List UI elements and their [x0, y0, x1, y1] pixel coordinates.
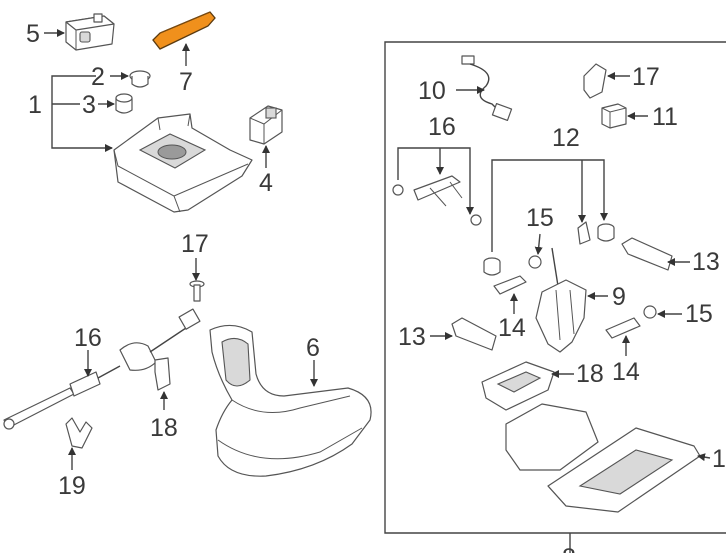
part-2-cap	[129, 70, 151, 88]
callout-23: 19	[58, 472, 86, 500]
callout-15b: 15	[685, 300, 713, 328]
leader-lines	[44, 29, 711, 470]
callout-12: 12	[552, 124, 580, 152]
callout-4: 4	[259, 169, 273, 197]
callout-7: 7	[179, 68, 193, 96]
callout-2: 2	[91, 63, 105, 91]
part-14-clips	[493, 275, 641, 339]
part-21-screw	[189, 280, 205, 302]
part-4-block	[249, 105, 283, 145]
callout-11: 11	[652, 103, 678, 131]
callout-16: 16	[428, 113, 456, 141]
part-17-bracket	[583, 63, 607, 99]
part-9-shifter	[535, 247, 587, 353]
part-15-screws	[528, 255, 657, 319]
part-6-boot	[209, 324, 372, 477]
callout-9: 9	[612, 283, 626, 311]
part-18-gate	[481, 361, 555, 411]
part-12-knobs	[483, 221, 615, 276]
callout-13a: 13	[692, 248, 720, 276]
callout-18: 18	[576, 360, 604, 388]
part-7-pad	[152, 11, 216, 50]
part-3-bushing	[115, 93, 133, 114]
callout-10: 10	[418, 77, 446, 105]
callout-15a: 15	[526, 204, 554, 232]
part-1-console	[113, 113, 253, 213]
callout-19: 19	[712, 445, 726, 473]
callout-14b: 14	[612, 358, 640, 386]
callout-5: 5	[26, 20, 40, 48]
callout-13b: 13	[398, 323, 426, 351]
callout-1: 1	[28, 91, 42, 119]
part-10-harness	[461, 55, 513, 121]
callout-8: 8	[562, 544, 576, 553]
part-11-connector	[601, 103, 627, 129]
part-16-pin	[392, 175, 482, 226]
callout-14a: 14	[498, 314, 526, 342]
callout-6: 6	[306, 334, 320, 362]
callout-3: 3	[82, 91, 96, 119]
callout-20: 16	[74, 324, 102, 352]
callout-17: 17	[632, 63, 660, 91]
part-22-clip	[154, 357, 171, 391]
assembly-box-8	[384, 41, 726, 553]
part-5-switch	[65, 13, 115, 51]
part-20-cable	[3, 308, 201, 430]
part-23-clip	[65, 417, 93, 449]
callout-21: 17	[181, 230, 209, 258]
part-19-base	[505, 403, 701, 513]
callout-22: 18	[150, 414, 178, 442]
